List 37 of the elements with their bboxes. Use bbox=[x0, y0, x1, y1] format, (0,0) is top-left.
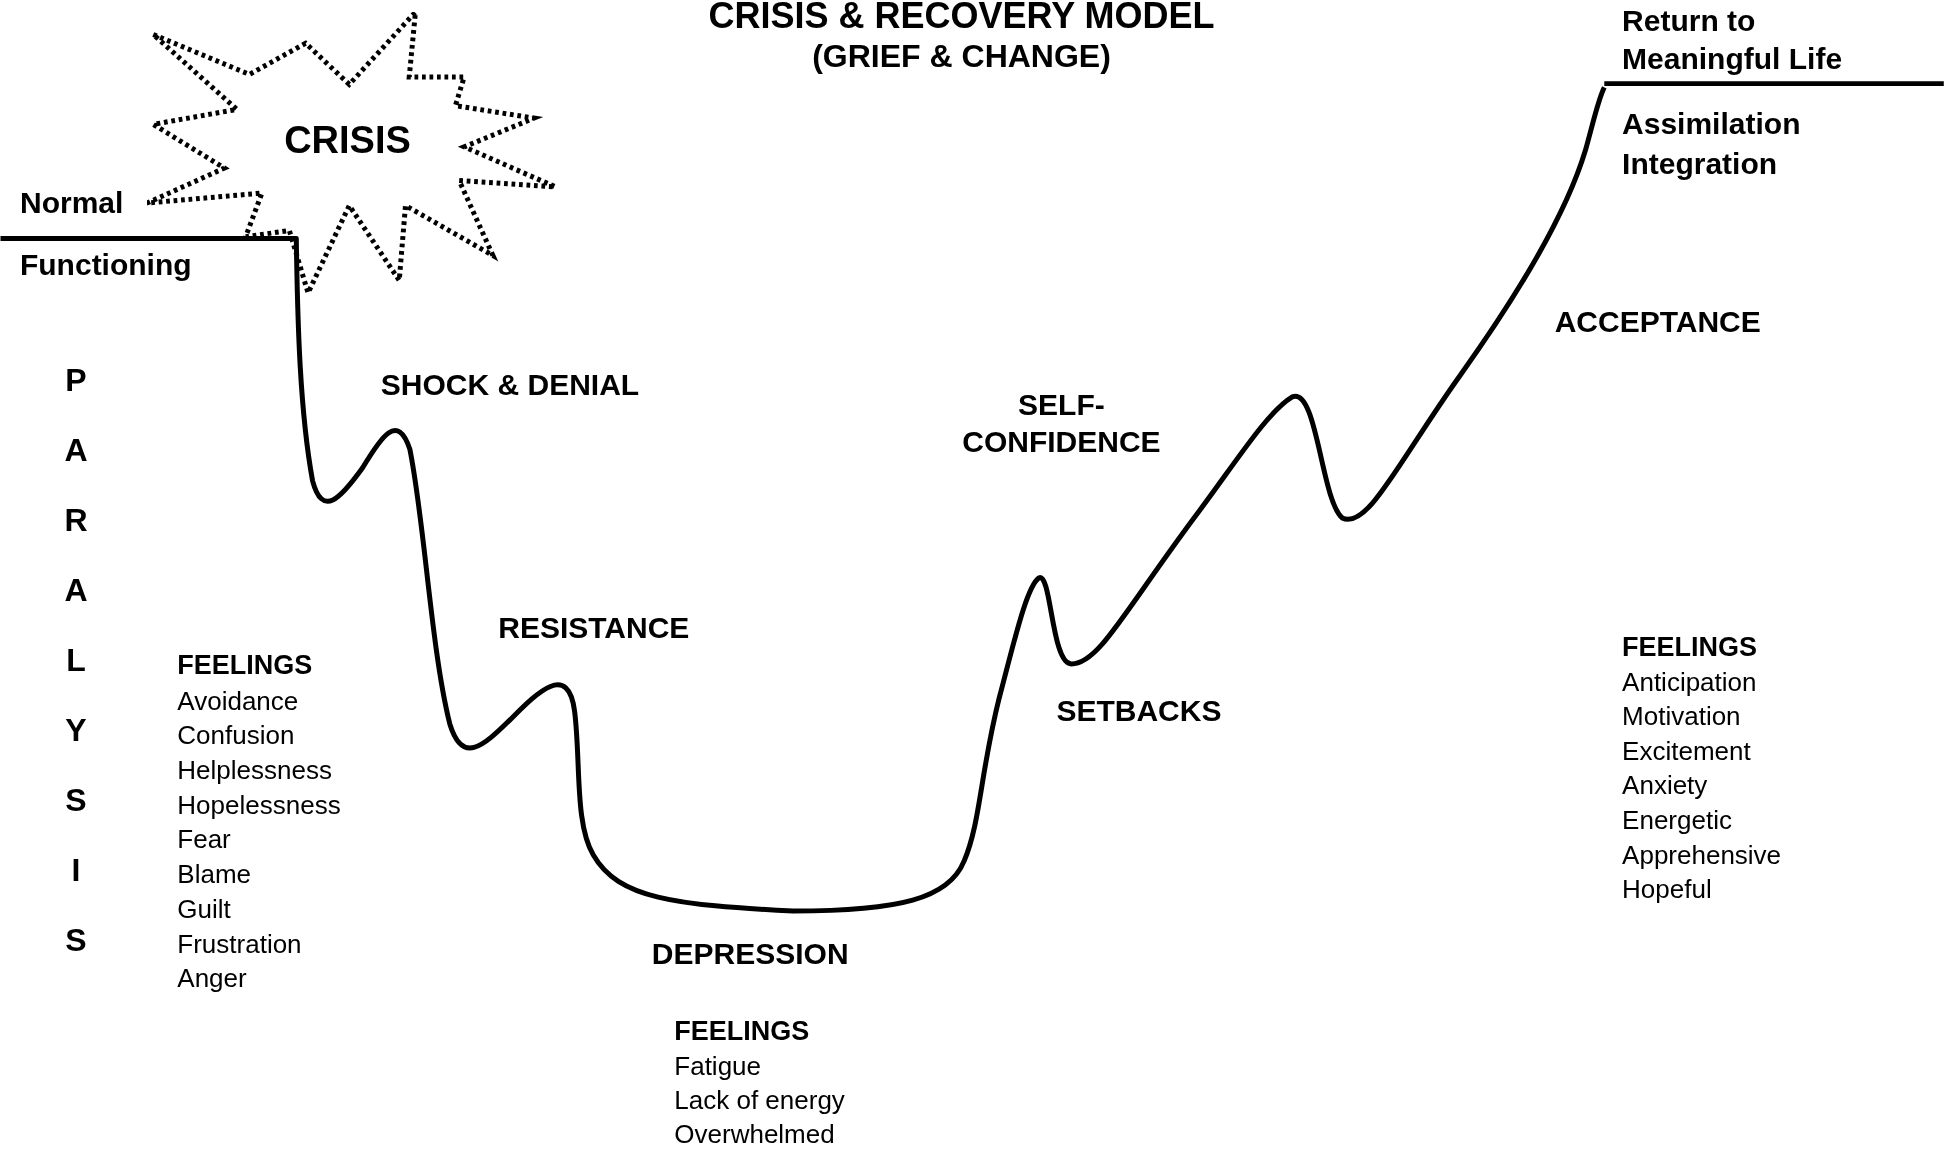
stage-label: Normal bbox=[19, 184, 124, 221]
stage-label: ACCEPTANCE bbox=[1554, 304, 1761, 341]
feeling-item: Energetic bbox=[1622, 806, 1732, 836]
stage-label: Return to Meaningful Life bbox=[1622, 3, 1844, 77]
feeling-item: Hopeful bbox=[1622, 875, 1712, 906]
title: CRISIS & RECOVERY MODEL bbox=[708, 0, 1215, 36]
stage-label: SETBACKS bbox=[1056, 692, 1222, 729]
crisis-label: CRISIS bbox=[284, 118, 411, 164]
stage-label: Assimilation bbox=[1622, 105, 1801, 142]
feeling-item: Frustration bbox=[177, 929, 302, 960]
feeling-item: Motivation bbox=[1622, 702, 1741, 733]
feeling-item: Guilt bbox=[177, 894, 231, 925]
stage-label: SELF-CONFIDENCE bbox=[961, 386, 1162, 461]
feeling-item: Anticipation bbox=[1622, 667, 1757, 698]
feeling-item: Confusion bbox=[177, 721, 295, 752]
stage-label: SHOCK & DENIAL bbox=[380, 366, 640, 403]
feelings-heading: FEELINGS bbox=[1622, 630, 1758, 663]
subtitle: (GRIEF & CHANGE) bbox=[812, 37, 1111, 76]
vertical-label: PARALYSIS bbox=[63, 360, 89, 960]
feelings-heading: FEELINGS bbox=[177, 649, 313, 682]
feeling-item: Helplessness bbox=[177, 755, 332, 786]
feeling-item: Fear bbox=[177, 825, 231, 856]
feeling-item: Blame bbox=[177, 860, 251, 890]
feeling-item: Anxiety bbox=[1622, 771, 1708, 802]
feeling-item: Apprehensive bbox=[1622, 840, 1782, 871]
stage-label: Functioning bbox=[19, 247, 192, 283]
feeling-item: Anger bbox=[177, 964, 247, 995]
feeling-item: Lack of energy bbox=[674, 1085, 845, 1116]
stage-label: RESISTANCE bbox=[498, 610, 690, 647]
stage-label: Integration bbox=[1622, 145, 1778, 182]
feeling-item: Fatigue bbox=[674, 1051, 762, 1082]
feeling-item: Avoidance bbox=[177, 686, 299, 717]
feeling-item: Excitement bbox=[1622, 736, 1751, 767]
stage-label: DEPRESSION bbox=[651, 936, 849, 973]
feeling-item: Hopelessness bbox=[177, 790, 341, 821]
feelings-heading: FEELINGS bbox=[674, 1015, 810, 1048]
feeling-item: Overwhelmed bbox=[674, 1119, 835, 1150]
